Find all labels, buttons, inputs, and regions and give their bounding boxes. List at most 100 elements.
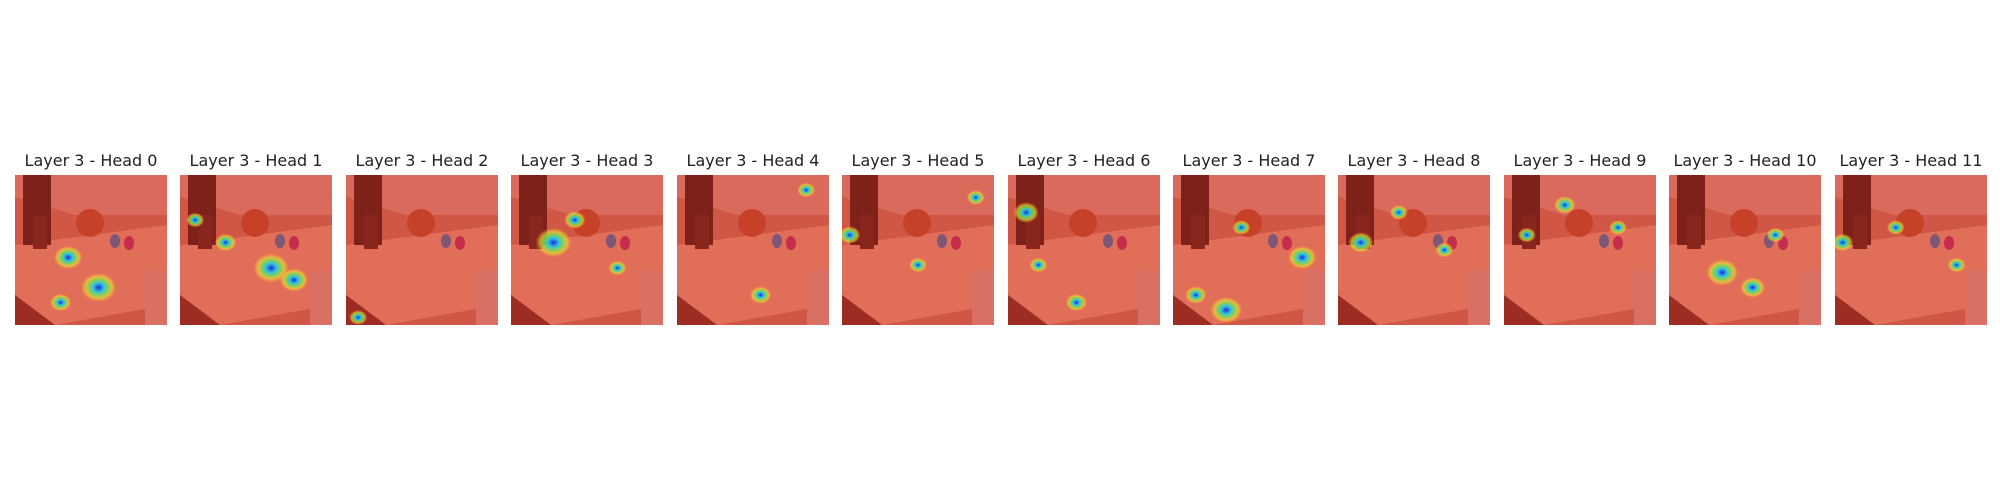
robot-gripper: [1026, 215, 1040, 249]
attention-hotspot: [1835, 233, 1854, 252]
blue-cup: [1268, 234, 1278, 248]
heatmap-image: [511, 175, 663, 325]
panel-head-4: Layer 3 - Head 4: [677, 150, 829, 326]
heatmap-image: [1669, 175, 1821, 325]
cabinet-front: [180, 295, 220, 325]
heatmap-image: [180, 175, 332, 325]
blue-cup: [1930, 234, 1940, 248]
attention-hotspot: [80, 272, 117, 303]
panel-title: Layer 3 - Head 6: [1017, 151, 1151, 170]
back-wall: [1173, 175, 1325, 215]
attention-overlay: [1669, 175, 1821, 325]
cabinet-side: [145, 270, 167, 325]
pink-cup: [1282, 236, 1292, 250]
panel-head-11: Layer 3 - Head 11: [1835, 150, 1987, 326]
panel-title: Layer 3 - Head 3: [520, 151, 654, 170]
panel-title: Layer 3 - Head 11: [1839, 151, 1983, 170]
robot-gripper: [1853, 215, 1867, 249]
panel-head-3: Layer 3 - Head 3: [511, 150, 663, 326]
back-wall: [511, 175, 663, 215]
attention-hotspot: [1553, 196, 1576, 214]
pink-cup: [951, 236, 961, 250]
cabinet-front: [1669, 295, 1709, 325]
robot-gripper: [33, 215, 47, 249]
attention-hotspot: [1947, 257, 1966, 273]
panel-title: Layer 3 - Head 5: [851, 151, 985, 170]
pot: [1730, 209, 1758, 237]
robot-gripper: [860, 215, 874, 249]
cabinet-side: [1303, 270, 1325, 325]
attention-hotspot: [1389, 205, 1408, 220]
attention-overlay: [180, 175, 332, 325]
pink-cup: [124, 236, 134, 250]
heatmap-image: [1173, 175, 1325, 325]
pink-cup: [289, 236, 299, 250]
panel-head-6: Layer 3 - Head 6: [1008, 150, 1160, 326]
cabinet-side: [1965, 270, 1987, 325]
panel-head-10: Layer 3 - Head 10: [1669, 150, 1821, 326]
pink-cup: [786, 236, 796, 250]
heatmap-image: [1835, 175, 1987, 325]
back-wall: [15, 175, 167, 215]
panel-head-8: Layer 3 - Head 8: [1338, 150, 1490, 326]
attention-hotspot: [1232, 220, 1251, 235]
panel-head-5: Layer 3 - Head 5: [842, 150, 994, 326]
heatmap-image: [677, 175, 829, 325]
heatmap-image: [15, 175, 167, 325]
panel-title: Layer 3 - Head 1: [189, 151, 323, 170]
attention-overlay: [15, 175, 167, 325]
cabinet-front: [842, 295, 882, 325]
back-wall: [1504, 175, 1656, 215]
pot: [903, 209, 931, 237]
attention-hotspot: [749, 286, 772, 304]
pink-cup: [620, 236, 630, 250]
cabinet-front: [677, 295, 717, 325]
panel-title: Layer 3 - Head 8: [1347, 151, 1481, 170]
back-wall: [1669, 175, 1821, 215]
back-wall: [1835, 175, 1987, 215]
blue-cup: [441, 234, 451, 248]
pot: [738, 209, 766, 237]
cabinet-side: [1138, 270, 1160, 325]
attention-hotspot: [1065, 293, 1088, 312]
cabinet-side: [1634, 270, 1656, 325]
blue-cup: [772, 234, 782, 248]
attention-hotspot: [1348, 232, 1374, 253]
cabinet-side: [807, 270, 829, 325]
attention-hotspot: [608, 260, 627, 276]
attention-hotspot: [1886, 220, 1905, 235]
attention-hotspot: [49, 293, 72, 312]
cabinet-side: [1468, 270, 1490, 325]
cabinet-front: [15, 295, 55, 325]
panel-title: Layer 3 - Head 7: [1182, 151, 1316, 170]
attention-hotspot: [1766, 227, 1785, 243]
attention-overlay: [1835, 175, 1987, 325]
panel-head-9: Layer 3 - Head 9: [1504, 150, 1656, 326]
pink-cup: [1944, 236, 1954, 250]
cabinet-front: [511, 295, 551, 325]
cabinet-front: [1835, 295, 1875, 325]
robot-gripper: [1687, 215, 1701, 249]
robot-gripper: [1191, 215, 1205, 249]
attention-hotspot: [1705, 259, 1739, 286]
pot: [407, 209, 435, 237]
cabinet-side: [641, 270, 663, 325]
heatmap-image: [1008, 175, 1160, 325]
blue-cup: [606, 234, 616, 248]
attention-hotspot: [1435, 242, 1454, 258]
panel-head-1: Layer 3 - Head 1: [180, 150, 332, 326]
heatmap-image: [1504, 175, 1656, 325]
attention-overlay: [511, 175, 663, 325]
attention-hotspot: [966, 190, 985, 205]
pot: [76, 209, 104, 237]
attention-hotspot: [1029, 257, 1048, 273]
cabinet-front: [1338, 295, 1378, 325]
back-wall: [346, 175, 498, 215]
attention-hotspot: [1608, 220, 1628, 235]
panel-head-7: Layer 3 - Head 7: [1173, 150, 1325, 326]
back-wall: [180, 175, 332, 215]
panel-title: Layer 3 - Head 2: [355, 151, 489, 170]
attention-hotspot: [214, 233, 237, 252]
attention-hotspot: [1184, 286, 1207, 304]
pink-cup: [1117, 236, 1127, 250]
